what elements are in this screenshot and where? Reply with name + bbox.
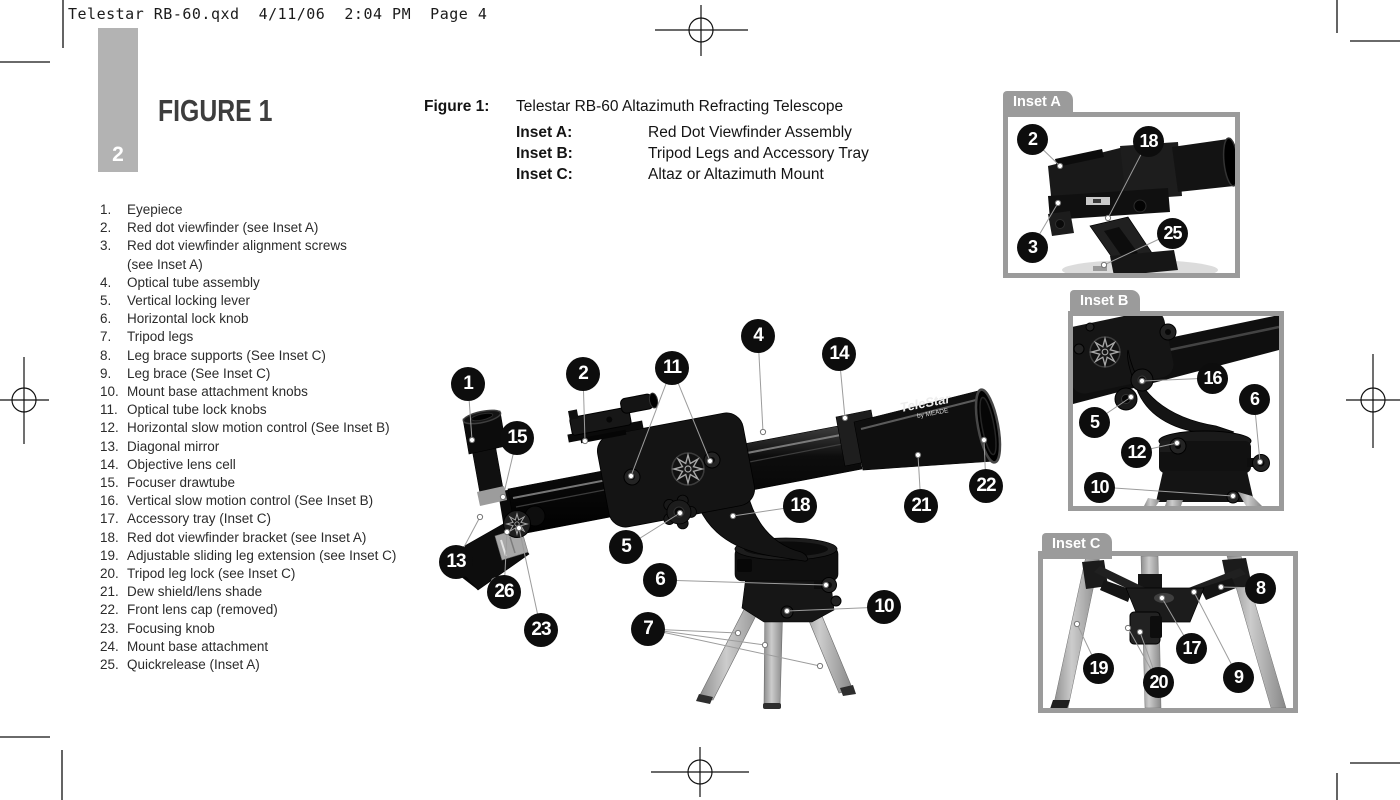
callout-10: 10 [867,590,901,624]
parts-list-item-continuation: (see Inset A) [127,256,203,272]
inset-b-caption-label: Inset B: [516,145,573,162]
parts-list-item: 16.Vertical slow motion control (See Ins… [100,493,374,509]
callout-13: 13 [439,545,473,579]
parts-list-item: 2.Red dot viewfinder (see Inset A) [100,220,319,236]
inset-c-callout-19: 19 [1083,653,1114,684]
callout-6: 6 [643,563,677,597]
inset-c-photo [1050,556,1287,708]
inset-a-caption-label: Inset A: [516,124,573,141]
inset-b-photo [1073,316,1279,506]
callout-2: 2 [566,357,600,391]
parts-list-item: 12.Horizontal slow motion control (See I… [100,420,390,436]
inset-a-callout-3: 3 [1017,232,1048,263]
parts-list-item: 19.Adjustable sliding leg extension (see… [100,547,397,563]
parts-list-item: 25.Quickrelease (Inset A) [100,657,260,673]
parts-list-item: 20.Tripod leg lock (see Inset C) [100,566,296,582]
inset-c-caption-desc: Altaz or Altazimuth Mount [648,166,824,183]
callout-18: 18 [783,489,817,523]
callout-14: 14 [822,337,856,371]
registration-mark-icon [0,5,1400,797]
parts-list-item: 3.Red dot viewfinder alignment screws [100,238,347,254]
inset-a-caption-desc: Red Dot Viewfinder Assembly [648,124,852,141]
callout-26: 26 [487,575,521,609]
inset-a-photo [1048,137,1235,273]
inset-b-caption-desc: Tripod Legs and Accessory Tray [648,145,869,162]
page-number-tab: 2 [98,28,138,172]
parts-list-item: 8.Leg brace supports (See Inset C) [100,347,326,363]
inset-a-callout-25: 25 [1157,218,1188,249]
parts-list-item: 14.Objective lens cell [100,456,236,472]
callout-21: 21 [904,489,938,523]
caption-label: Figure 1: [424,98,490,115]
telescope-illustration: TeleStar by MEADE [446,388,1002,709]
inset-c-callout-8: 8 [1245,573,1276,604]
parts-list-item: 13.Diagonal mirror [100,438,220,454]
inset-c-caption-label: Inset C: [516,166,573,183]
inset-a-frame [1003,112,1240,278]
print-header: Telestar RB-60.qxd 4/11/06 2:04 PM Page … [68,5,488,23]
figure-caption: Figure 1: Telestar RB-60 Altazimuth Refr… [424,98,869,185]
callout-1: 1 [451,367,485,401]
parts-list-item: 10.Mount base attachment knobs [100,384,308,400]
parts-list: 1.Eyepiece 2.Red dot viewfinder (see Ins… [100,201,452,674]
callout-23: 23 [524,613,558,647]
figure-heading: FIGURE 1 [158,93,273,128]
parts-list-item: 24.Mount base attachment [100,638,269,654]
callout-11: 11 [655,351,689,385]
inset-b-frame [1068,311,1284,511]
parts-list-item: 21.Dew shield/lens shade [100,584,263,600]
parts-list-item: 9.Leg brace (See Inset C) [100,365,271,381]
parts-list-item: 15.Focuser drawtube [100,475,236,491]
parts-list-item: 1.Eyepiece [100,202,183,217]
caption-title: Telestar RB-60 Altazimuth Refracting Tel… [516,98,844,115]
parts-list-item: 23.Focusing knob [100,620,215,636]
parts-list-item: 6.Horizontal lock knob [100,311,249,327]
inset-b-callout-16: 16 [1197,363,1228,394]
inset-b-callout-5: 5 [1079,407,1110,438]
inset-c-callout-9: 9 [1223,662,1254,693]
parts-list-item: 11.Optical tube lock knobs [100,402,267,418]
parts-list-item: 18.Red dot viewfinder bracket (see Inset… [100,529,367,545]
parts-list-item: 7.Tripod legs [100,329,194,345]
callout-15: 15 [500,421,534,455]
inset-a-callout-18: 18 [1133,126,1164,157]
inset-c-frame [1038,551,1298,713]
parts-list-item: 17.Accessory tray (Inset C) [100,511,272,527]
inset-c-callout-17: 17 [1176,633,1207,664]
inset-b-callout-10: 10 [1084,472,1115,503]
leader-dots [468,162,1264,670]
inset-a-callout-2: 2 [1017,124,1048,155]
callout-22: 22 [969,469,1003,503]
inset-b-callout-12: 12 [1121,437,1152,468]
inset-c-callout-20: 20 [1143,667,1174,698]
callout-5: 5 [609,530,643,564]
parts-list-item: 4.Optical tube assembly [100,274,260,290]
parts-list-item: 22.Front lens cap (removed) [100,602,278,618]
parts-list-item: 5.Vertical locking lever [100,293,251,309]
page-number: 2 [112,143,124,166]
callout-4: 4 [741,319,775,353]
inset-b-callout-6: 6 [1239,384,1270,415]
callout-7: 7 [631,612,665,646]
